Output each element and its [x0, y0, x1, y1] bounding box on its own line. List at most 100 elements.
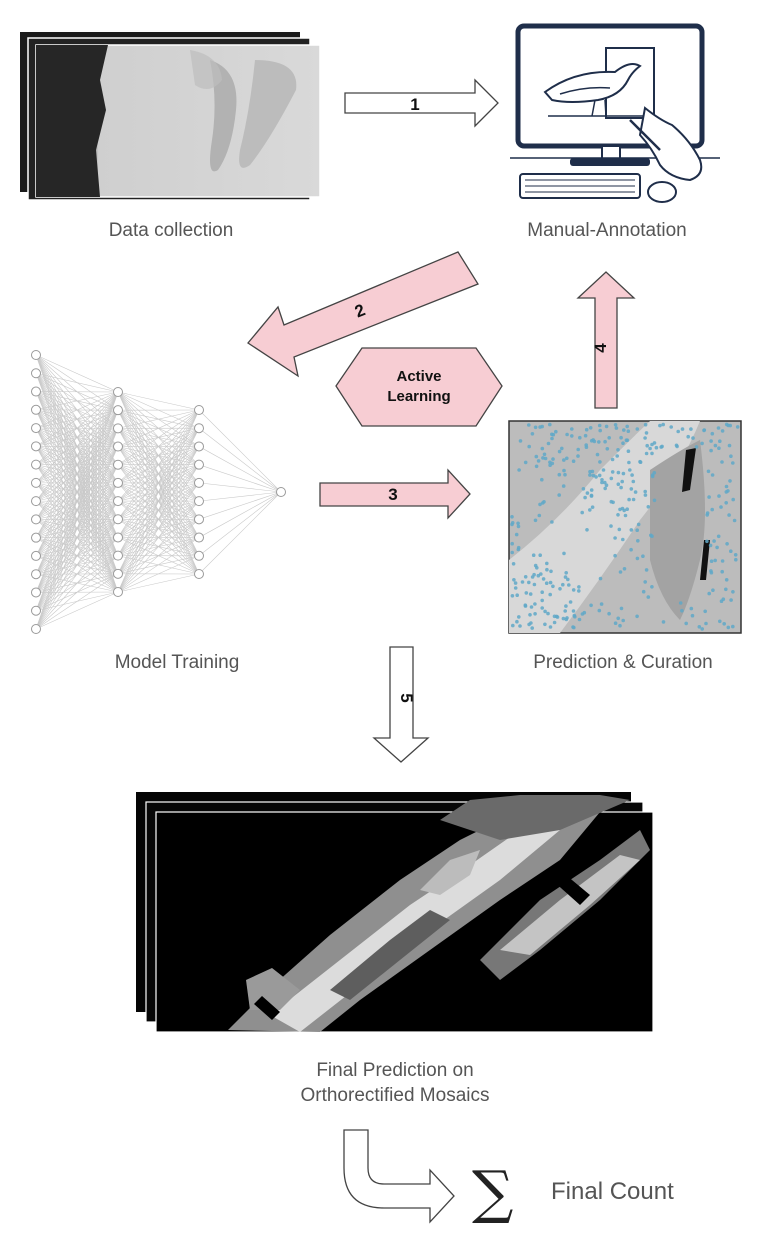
prediction-dot [643, 436, 647, 440]
network-connection [117, 409, 200, 574]
prediction-dot [540, 501, 545, 505]
network-connection [35, 391, 119, 465]
prediction-dot [550, 436, 554, 441]
prediction-dot [571, 459, 576, 464]
prediction-dot [548, 422, 552, 427]
active-learning-label-line-2: Learning [387, 388, 451, 405]
prediction-dot [583, 495, 587, 500]
prediction-dot [601, 468, 606, 472]
prediction-dot [717, 494, 721, 498]
prediction-dot [603, 480, 607, 485]
network-connection [35, 555, 119, 630]
prediction-dot [731, 590, 735, 594]
prediction-dot [527, 444, 531, 449]
prediction-dot [691, 436, 695, 440]
network-connection [117, 464, 200, 593]
prediction-dot [721, 597, 726, 601]
prediction-dot [712, 539, 716, 543]
prediction-dot [589, 603, 593, 608]
network-connection [117, 537, 200, 593]
prediction-dot [537, 513, 542, 518]
prediction-dot [571, 609, 576, 613]
network-node [194, 477, 204, 488]
network-node [31, 569, 41, 580]
prediction-dot [661, 620, 666, 624]
network-node [113, 387, 123, 397]
network-connection [117, 409, 200, 556]
network-connection [117, 391, 200, 411]
prediction-dot [598, 460, 602, 464]
network-connection [117, 500, 200, 593]
prediction-dot [565, 432, 569, 437]
prediction-dot [675, 444, 679, 449]
prediction-dot [605, 447, 610, 451]
prediction-dot [621, 471, 626, 476]
network-connection [35, 410, 119, 630]
prediction-dot [650, 451, 654, 456]
prediction-dot [629, 547, 633, 552]
prediction-dot [613, 621, 618, 625]
prediction-dot [607, 611, 611, 616]
prediction-dot [720, 569, 724, 574]
prediction-dot [718, 619, 722, 624]
prediction-dot [571, 625, 575, 629]
prediction-dot [618, 570, 623, 574]
prediction-dot [724, 422, 729, 427]
network-connection [117, 409, 200, 447]
prediction-dot [597, 608, 602, 613]
prediction-dot [543, 456, 548, 461]
final-prediction-label-line-2: Orthorectified Mosaics [300, 1085, 490, 1106]
prediction-dot [568, 600, 573, 604]
prediction-dot [625, 438, 630, 443]
prediction-dot [652, 498, 657, 503]
prediction-dot [644, 451, 649, 456]
prediction-dot [635, 427, 640, 431]
prediction-dot [540, 477, 544, 482]
neural-network-illustration [31, 350, 286, 634]
prediction-dot [517, 615, 521, 619]
prediction-dot [641, 554, 645, 558]
network-node [31, 624, 41, 634]
prediction-dot [728, 423, 732, 428]
prediction-dot [551, 432, 556, 437]
prediction-dot [713, 558, 717, 563]
prediction-dot [710, 507, 714, 512]
prediction-dot [724, 490, 729, 494]
prediction-dot [613, 553, 617, 558]
prediction-dot [658, 423, 662, 428]
prediction-dot [702, 428, 706, 433]
sigma-icon: ∑ [472, 1158, 514, 1226]
prediction-dot [552, 614, 557, 619]
network-connection [35, 391, 119, 484]
prediction-dot [540, 590, 544, 594]
prediction-dot [545, 561, 549, 566]
prediction-dot [599, 602, 604, 606]
prediction-dot [724, 484, 729, 489]
prediction-dot [626, 429, 631, 434]
prediction-dot [548, 580, 553, 585]
prediction-dot [549, 569, 553, 574]
prediction-dot [616, 448, 620, 452]
prediction-dot [527, 423, 531, 427]
prediction-dot [643, 580, 647, 584]
prediction-dot [619, 606, 624, 611]
prediction-dot [531, 553, 536, 557]
prediction-dot [592, 439, 597, 444]
prediction-dot [600, 480, 604, 485]
network-connection [198, 409, 282, 493]
prediction-dot [709, 559, 714, 563]
arrow-step-5 [372, 646, 430, 763]
prediction-dot [580, 510, 584, 515]
prediction-dot [540, 446, 545, 451]
prediction-dot [571, 588, 576, 592]
arrow-step-3 [319, 468, 471, 520]
network-connection [35, 391, 119, 411]
network-node [113, 441, 123, 452]
active-learning-label-line-1: Active [396, 368, 442, 385]
prediction-dot [628, 468, 632, 472]
prediction-dot [544, 581, 549, 585]
network-connection [35, 354, 119, 393]
network-connection [198, 491, 282, 502]
prediction-dot [690, 613, 695, 618]
arrow-step-4 [576, 271, 636, 409]
